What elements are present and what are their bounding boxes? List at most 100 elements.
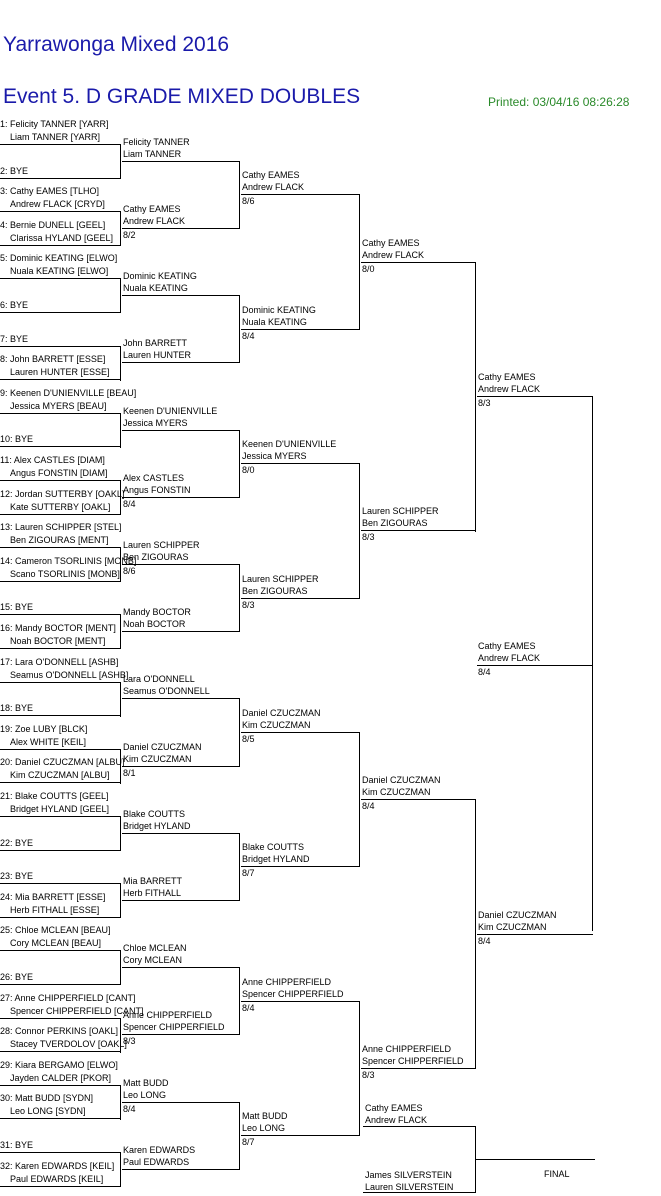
winner-name: Lauren SCHIPPER	[123, 540, 200, 550]
bracket-line	[239, 161, 240, 229]
entry-line	[0, 850, 121, 851]
entry-partner: Bridget HYLAND [GEEL]	[10, 804, 110, 814]
entry-label: 28: Connor PERKINS [OAKL]	[0, 1026, 119, 1036]
match-line	[477, 934, 593, 935]
winner-partner: Bridget HYLAND	[242, 854, 310, 864]
match-line	[122, 833, 240, 834]
winner-partner: Noah BOCTOR	[123, 619, 186, 629]
bracket-line	[592, 396, 593, 931]
match-line	[122, 631, 240, 632]
entry-partner: Seamus O'DONNELL [ASHB]	[10, 670, 129, 680]
entry-line	[0, 446, 121, 447]
winner-partner: Ben ZIGOURAS	[242, 586, 308, 596]
entry-line	[0, 379, 121, 380]
bracket-line	[120, 144, 121, 179]
final-bottom-partner: Lauren SILVERSTEIN	[365, 1182, 454, 1192]
entry-label: 18: BYE	[0, 703, 34, 713]
match-line	[122, 564, 240, 565]
match-line	[241, 598, 360, 599]
final-top-name: Cathy EAMES	[365, 1103, 423, 1113]
winner-name: Blake COUTTS	[123, 809, 186, 819]
match-score: 8/5	[242, 734, 255, 744]
bracket-line	[359, 463, 360, 598]
winner-name: Anne CHIPPERFIELD	[242, 977, 332, 987]
bracket-line	[239, 430, 240, 498]
entry-line	[0, 682, 121, 683]
entry-line	[0, 715, 121, 716]
match-score: 8/4	[242, 331, 255, 341]
entry-partner: Lauren HUNTER [ESSE]	[10, 367, 110, 377]
winner-partner: Jessica MYERS	[123, 418, 188, 428]
entry-label: 23: BYE	[0, 871, 34, 881]
bracket-line	[120, 1085, 121, 1120]
bracket-line	[120, 547, 121, 582]
winner-name: Mandy BOCTOR	[123, 607, 191, 617]
winner-name: Lauren SCHIPPER	[362, 506, 439, 516]
entry-label: 32: Karen EDWARDS [KEIL]	[0, 1161, 115, 1171]
match-line	[122, 1102, 240, 1103]
entry-partner: Herb FITHALL [ESSE]	[10, 905, 100, 915]
match-line	[122, 228, 240, 229]
bracket-line	[120, 749, 121, 784]
entry-partner: Ben ZIGOURAS [MENT]	[10, 535, 109, 545]
match-score: 8/4	[123, 499, 136, 509]
entry-label: 30: Matt BUDD [SYDN]	[0, 1093, 94, 1103]
final-top-line	[363, 1126, 476, 1127]
bracket-line	[475, 262, 476, 532]
entry-partner: Stacey TVERDOLOV [OAKL]	[10, 1039, 127, 1049]
winner-partner: Spencer CHIPPERFIELD	[123, 1022, 225, 1032]
winner-partner: Kim CZUCZMAN	[478, 922, 547, 932]
winner-partner: Kim CZUCZMAN	[242, 720, 311, 730]
match-score: 8/4	[123, 1104, 136, 1114]
bracket-line	[120, 211, 121, 246]
match-line	[122, 161, 240, 162]
winner-name: Keenen D'UNIENVILLE	[123, 406, 218, 416]
event-title: Event 5. D GRADE MIXED DOUBLES	[3, 85, 361, 108]
winner-name: Matt BUDD	[123, 1078, 169, 1088]
winner-name: Anne CHIPPERFIELD	[362, 1044, 452, 1054]
winner-name: Dominic KEATING	[123, 271, 197, 281]
entry-label: 7: BYE	[0, 334, 29, 344]
winner-partner: Kim CZUCZMAN	[362, 787, 431, 797]
bracket-line	[120, 950, 121, 985]
match-line	[122, 497, 240, 498]
match-line	[241, 732, 360, 733]
match-line	[477, 396, 593, 397]
final-bottom-name: James SILVERSTEIN	[365, 1170, 452, 1180]
winner-name: Anne CHIPPERFIELD	[123, 1010, 213, 1020]
entry-label: 12: Jordan SUTTERBY [OAKL]	[0, 489, 125, 499]
bracket-line	[120, 682, 121, 717]
entry-line	[0, 278, 121, 279]
match-line	[122, 362, 240, 363]
match-line	[122, 698, 240, 699]
winner-name: Lauren SCHIPPER	[242, 574, 319, 584]
entry-label: 25: Chloe MCLEAN [BEAU]	[0, 925, 111, 935]
bracket-line	[475, 799, 476, 1069]
bracket-line	[120, 278, 121, 313]
entry-line	[0, 984, 121, 985]
entry-partner: Paul EDWARDS [KEIL]	[10, 1174, 104, 1184]
winner-name: Daniel CZUCZMAN	[242, 708, 321, 718]
bracket-line	[120, 480, 121, 515]
entry-partner: Noah BOCTOR [MENT]	[10, 636, 106, 646]
match-line	[122, 1034, 240, 1035]
winner-name: Felicity TANNER	[123, 137, 190, 147]
entry-line	[0, 1018, 121, 1019]
entry-partner: Jayden CALDER [PKOR]	[10, 1073, 112, 1083]
match-line	[477, 665, 593, 666]
winner-partner: Seamus O'DONNELL	[123, 686, 210, 696]
winner-partner: Andrew FLACK	[478, 653, 541, 663]
winner-name: Dominic KEATING	[242, 305, 316, 315]
bracket-line	[120, 1152, 121, 1187]
match-score: 8/7	[242, 868, 255, 878]
winner-name: Daniel CZUCZMAN	[123, 742, 202, 752]
entry-label: 6: BYE	[0, 300, 29, 310]
entry-line	[0, 581, 121, 582]
match-line	[361, 799, 476, 800]
entry-line	[0, 547, 121, 548]
bracket-line	[120, 614, 121, 649]
bracket-line	[120, 413, 121, 448]
winner-partner: Ben ZIGOURAS	[362, 518, 428, 528]
bracket-line	[239, 295, 240, 363]
match-line	[122, 967, 240, 968]
